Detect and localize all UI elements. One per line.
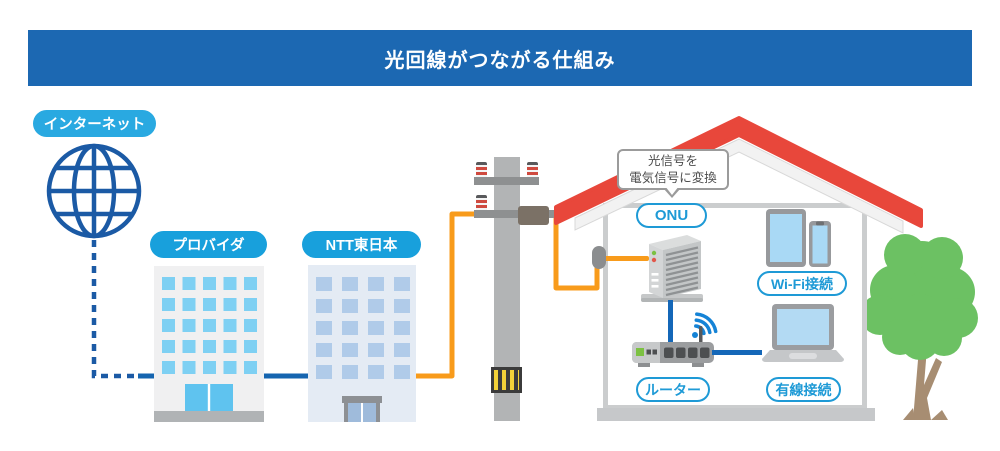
router-device xyxy=(632,326,714,367)
wired-label: 有線接続 xyxy=(766,377,841,402)
house-floor xyxy=(597,408,875,421)
onu-label-text: ONU xyxy=(654,207,689,224)
onu-led-green xyxy=(651,250,657,256)
cable-guard-stripes xyxy=(494,370,519,390)
onu-callout: 光信号を 電気信号に変換 xyxy=(617,149,729,190)
fiber-line-indoor xyxy=(604,256,649,261)
wifi-label-text: Wi-Fi接続 xyxy=(770,275,834,292)
globe-icon xyxy=(46,143,142,239)
provider-label: プロバイダ xyxy=(150,231,267,258)
onu-led-red xyxy=(651,257,657,263)
wifi-label: Wi-Fi接続 xyxy=(757,271,847,296)
pole-insulator xyxy=(476,162,487,177)
cable-guard xyxy=(491,367,522,393)
fiber-closure-box xyxy=(518,206,549,225)
onu-callout-line2: 電気信号に変換 xyxy=(629,170,717,185)
ntt-label-text: NTT東日本 xyxy=(325,238,398,254)
router-laptop-line xyxy=(712,350,762,355)
provider-label-text: プロバイダ xyxy=(172,238,245,254)
tree-icon xyxy=(860,234,978,420)
router-antenna xyxy=(699,326,703,344)
onu-callout-line1: 光信号を xyxy=(647,153,698,168)
pole-crossarm-upper xyxy=(474,177,539,185)
page-title: 光回線がつながる仕組み xyxy=(384,49,616,72)
wired-label-text: 有線接続 xyxy=(775,381,832,398)
provider-building xyxy=(154,266,264,422)
onu-label: ONU xyxy=(636,203,707,228)
router-led xyxy=(636,348,644,356)
internet-label: インターネット xyxy=(33,110,156,137)
title-banner: 光回線がつながる仕組み xyxy=(28,30,972,86)
internet-dashed-line xyxy=(91,240,140,379)
router-label-text: ルーター xyxy=(645,381,701,398)
wall-outlet-connector xyxy=(592,246,606,269)
ntt-building xyxy=(308,265,416,422)
pole-crossarm-lower xyxy=(474,210,556,218)
tablet-and-phone xyxy=(766,209,831,267)
house-roof xyxy=(554,116,923,234)
ntt-label: NTT東日本 xyxy=(302,231,421,258)
onu-device xyxy=(641,235,703,302)
internet-label-text: インターネット xyxy=(43,117,146,133)
router-label: ルーター xyxy=(636,377,710,402)
pole-insulator xyxy=(476,195,487,210)
onu-callout-tail-inner xyxy=(665,186,679,195)
onu-router-line xyxy=(668,300,673,344)
pole-insulator xyxy=(527,162,538,177)
laptop-icon xyxy=(762,304,844,362)
